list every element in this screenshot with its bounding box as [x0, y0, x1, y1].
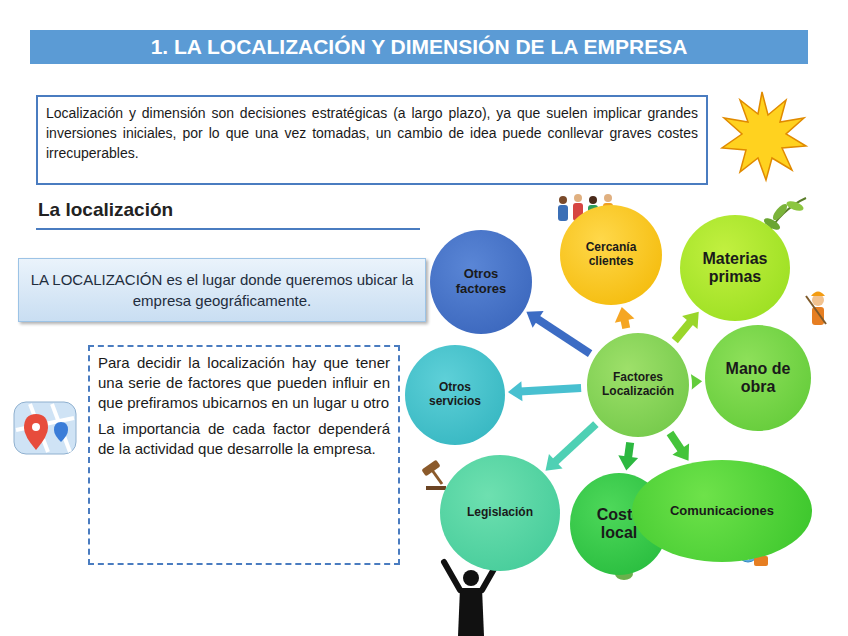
body-text: Localización y dimensión son decisiones …: [46, 103, 698, 163]
factor-circle: Materias primas: [680, 215, 790, 321]
factor-circle: Otros factores: [430, 230, 532, 334]
arrow-shaft: [675, 321, 691, 341]
arrow-shaft: [554, 424, 596, 463]
arrow-head: [682, 312, 699, 329]
heading-underline: [36, 228, 420, 230]
factor-circle: Mano de obra: [705, 325, 811, 431]
map-icon: [14, 402, 76, 454]
factor-arrow: [508, 381, 581, 401]
factor-label: Mano de obra: [713, 360, 803, 397]
factor-circle: Legislación: [440, 455, 560, 571]
factor-label: Materias primas: [688, 250, 782, 287]
celebrating-figure: [444, 562, 498, 636]
gavel-icon: [421, 460, 446, 490]
arrow-shaft: [536, 318, 590, 353]
arrow-head: [545, 454, 562, 471]
arrow-head: [526, 311, 543, 328]
factor-arrow: [675, 312, 699, 341]
dashed-note-box: Para decidir la localización hay que ten…: [88, 345, 400, 565]
factor-ellipse: Comunicaciones: [632, 460, 812, 562]
worker-icon: [806, 292, 826, 326]
factor-arrow: [545, 424, 595, 471]
arrow-head: [618, 455, 638, 470]
factor-arrow: [618, 442, 638, 470]
factor-arrow: [526, 311, 590, 353]
factor-label: Legislación: [467, 506, 533, 520]
arrow-shaft: [520, 388, 581, 391]
body-text: LA LOCALIZACIÓN es el lugar donde querem…: [29, 269, 415, 311]
factor-label: Otros servicios: [413, 381, 497, 409]
arrow-head: [672, 444, 689, 461]
factor-label: Factores Localización: [595, 371, 681, 399]
factor-circle: Otros servicios: [405, 345, 505, 445]
body-text: La importancia de cada factor dependerá …: [98, 419, 390, 459]
sun-icon: [722, 92, 806, 180]
definition-box: LA LOCALIZACIÓN es el lugar donde querem…: [18, 258, 426, 322]
body-text: Para decidir la localización hay que ten…: [98, 353, 390, 413]
title-band: 1. LA LOCALIZACIÓN Y DIMENSIÓN DE LA EMP…: [30, 30, 808, 64]
intro-box: Localización y dimensión son decisiones …: [36, 95, 708, 185]
factor-arrow: [615, 307, 635, 328]
center-circle: Factores Localización: [584, 330, 692, 440]
factor-label: Otros factores: [438, 267, 524, 297]
arrow-head: [615, 307, 635, 323]
arrow-head: [508, 381, 523, 401]
arrow-shaft: [628, 442, 630, 458]
factor-label: Comunicaciones: [670, 504, 774, 519]
factor-circle: Cercanía clientes: [560, 205, 662, 305]
arrow-shaft: [670, 433, 682, 451]
factor-label: Cercanía clientes: [568, 241, 654, 269]
factor-arrow: [670, 433, 689, 461]
section-heading: La localización: [38, 199, 173, 221]
